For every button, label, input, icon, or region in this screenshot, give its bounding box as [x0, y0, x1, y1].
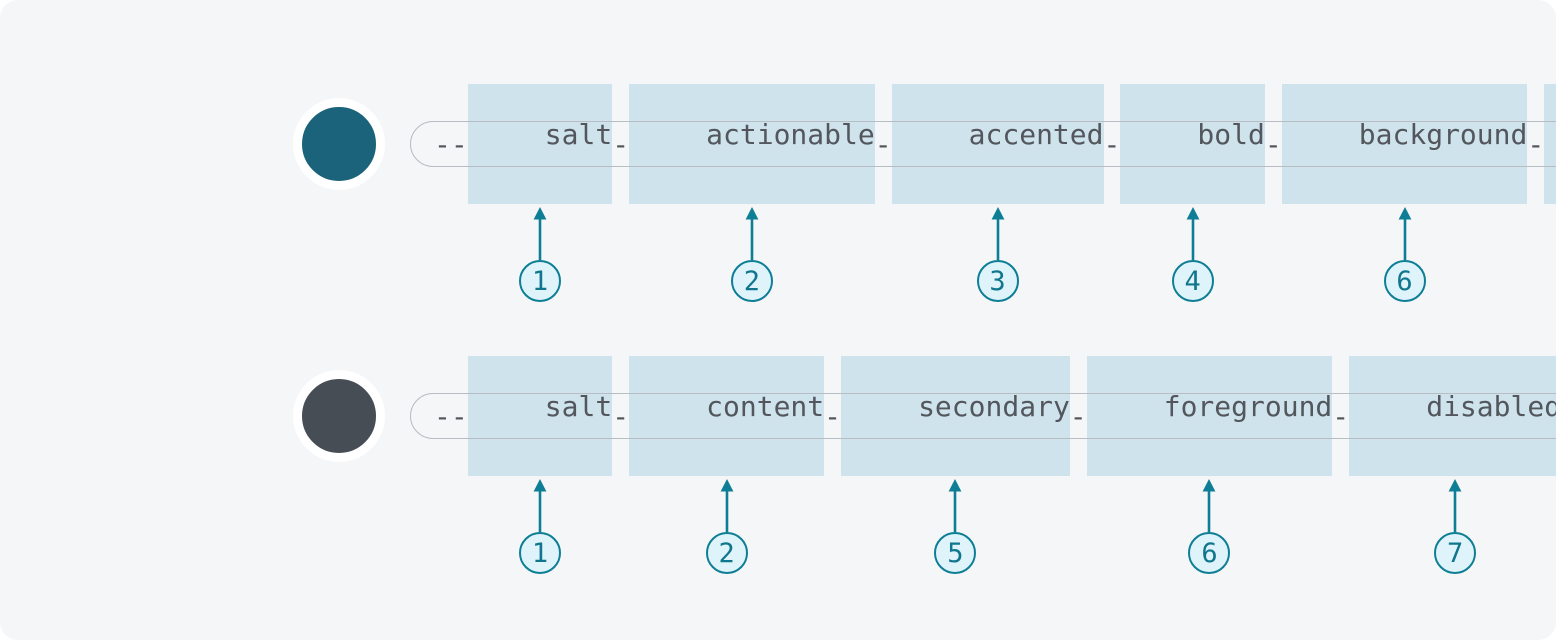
token-segment: salt 1	[467, 84, 613, 302]
token-segment: salt 1	[467, 356, 613, 574]
segment-number-badge: 1	[518, 260, 561, 302]
segment-number-badge: 2	[730, 260, 773, 302]
token-separator: -	[1103, 127, 1121, 161]
segment-number-badge: 6	[1188, 532, 1231, 574]
token-row: -- salt 1 - content 2 - secondary	[293, 356, 1556, 574]
token-segment: disabled 7	[1349, 356, 1556, 574]
segment-marker: 7	[1434, 479, 1477, 574]
token-separator: -	[1264, 127, 1282, 161]
arrow-up-icon	[1448, 479, 1462, 532]
color-swatch	[293, 98, 385, 190]
segment-number-badge: 2	[705, 532, 748, 574]
segment-marker: 5	[934, 479, 977, 574]
segment-marker: 2	[730, 207, 773, 302]
token-prefix: --	[434, 127, 468, 161]
segment-marker: 6	[1383, 207, 1426, 302]
token-segment-label: salt	[544, 118, 613, 151]
token-segment-label: disabled	[1426, 390, 1556, 423]
segment-marker: 2	[705, 479, 748, 574]
token-segment-label: actionable	[706, 118, 875, 151]
token-pill: -- salt 1 - content 2 - secondary	[410, 356, 1556, 574]
token-segment: content 2	[629, 356, 825, 574]
segment-number-badge: 6	[1383, 260, 1426, 302]
segment-number-badge: 7	[1434, 532, 1477, 574]
segment-number-badge: 5	[934, 532, 977, 574]
arrow-up-icon	[745, 207, 759, 260]
token-segment: actionable 2	[629, 84, 875, 302]
token-segment: secondary 5	[841, 356, 1070, 574]
token-segment-label: bold	[1197, 118, 1265, 151]
token-prefix: --	[434, 399, 468, 433]
token-separator: -	[824, 399, 842, 433]
arrow-up-icon	[533, 207, 547, 260]
token-segment: foreground 6	[1086, 356, 1333, 574]
token-segment-label: salt	[544, 390, 613, 423]
arrow-up-icon	[991, 207, 1004, 260]
token-segment-label: background	[1358, 118, 1528, 151]
arrow-up-icon	[533, 479, 547, 532]
segment-marker: 1	[518, 207, 561, 302]
token-segment-label: content	[706, 390, 825, 423]
token-separator: -	[1069, 399, 1087, 433]
token-segment: hover 7	[1544, 84, 1556, 204]
token-segment: accented 3	[891, 84, 1104, 302]
token-segment: background 6	[1281, 84, 1528, 302]
token-separator: -	[1332, 399, 1350, 433]
token-separator: -	[612, 127, 630, 161]
token-segment-label: foreground	[1163, 390, 1333, 423]
segment-number-badge: 4	[1171, 260, 1214, 302]
color-swatch	[293, 370, 385, 462]
segment-marker: 6	[1188, 479, 1231, 574]
token-row: -- salt 1 - actionable 2 - accented	[293, 84, 1556, 302]
arrow-up-icon	[720, 479, 734, 532]
segment-marker: 1	[518, 479, 561, 574]
token-separator: -	[1527, 127, 1545, 161]
arrow-up-icon	[1398, 207, 1411, 260]
token-segment: bold 4	[1120, 84, 1265, 302]
segment-marker: 3	[976, 207, 1019, 302]
token-pill: -- salt 1 - actionable 2 - accented	[410, 84, 1556, 302]
token-segment-label: secondary	[918, 390, 1070, 423]
token-segment-label: accented	[968, 118, 1104, 151]
segment-marker: 4	[1171, 207, 1214, 302]
token-separator: -	[612, 399, 630, 433]
arrow-up-icon	[949, 479, 962, 532]
token-separator: -	[874, 127, 892, 161]
segment-number-badge: 1	[518, 532, 561, 574]
segment-number-badge: 3	[976, 260, 1019, 302]
arrow-up-icon	[1186, 207, 1200, 260]
arrow-up-icon	[1203, 479, 1216, 532]
